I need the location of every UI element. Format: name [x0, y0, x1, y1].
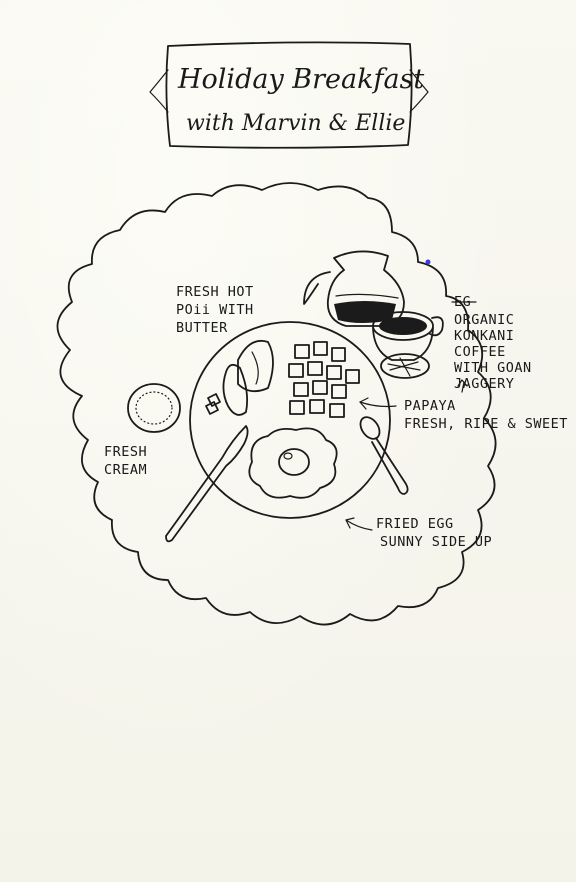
papaya-arrow-head	[359, 397, 369, 410]
poii-bread	[205, 339, 274, 416]
label-coffee: EG ORGANIC KONKANI COFFEE WITH GOAN JAGG…	[451, 294, 532, 392]
papaya-arrow	[359, 401, 397, 408]
label-papaya-line-2: FRESH, RIPE & SWEET	[404, 416, 568, 432]
coffee-cup	[372, 311, 444, 379]
label-poii-line-1: FRESH HOT	[176, 284, 254, 300]
cloud-outline	[56, 182, 497, 626]
label-coffee-line-3: COFFEE	[454, 344, 506, 360]
fried-egg	[248, 427, 338, 499]
plate	[189, 321, 391, 519]
label-papaya: PAPAYA FRESH, RIPE & SWEET	[404, 398, 568, 432]
title-line-1: Holiday Breakfast	[177, 64, 424, 95]
title-line-2: with Marvin & Ellie	[186, 111, 405, 136]
coffee-carafe	[303, 250, 405, 327]
spoon	[359, 416, 409, 495]
label-coffee-line-1: ORGANIC	[454, 312, 514, 328]
label-papaya-line-1: PAPAYA	[404, 398, 456, 414]
egg-arrow	[345, 519, 373, 531]
label-egg-line-1: FRIED EGG	[376, 516, 454, 532]
label-egg: FRIED EGG SUNNY SIDE UP	[376, 516, 492, 550]
label-cream: FRESH CREAM	[104, 444, 147, 478]
papaya-cubes	[288, 341, 360, 418]
label-egg-line-2: SUNNY SIDE UP	[380, 534, 492, 550]
cream-bowl	[127, 383, 181, 433]
egg-arrow-head	[345, 517, 355, 529]
label-coffee-line-2: KONKANI	[454, 328, 514, 344]
label-cream-line-1: FRESH	[104, 444, 147, 460]
butter-knife	[165, 425, 249, 543]
label-cream-line-2: CREAM	[104, 462, 147, 478]
ink-dot	[425, 259, 431, 265]
label-poii-line-2: POii WITH	[176, 302, 254, 318]
label-coffee-line-4: WITH GOAN	[454, 360, 532, 376]
title-banner: Holiday Breakfast with Marvin & Ellie	[149, 41, 429, 149]
label-coffee-line-5: JAGGERY	[454, 376, 514, 392]
coffee-arrow	[457, 379, 468, 393]
label-poii: FRESH HOT POii WITH BUTTER	[176, 284, 254, 336]
label-poii-line-3: BUTTER	[176, 320, 228, 336]
